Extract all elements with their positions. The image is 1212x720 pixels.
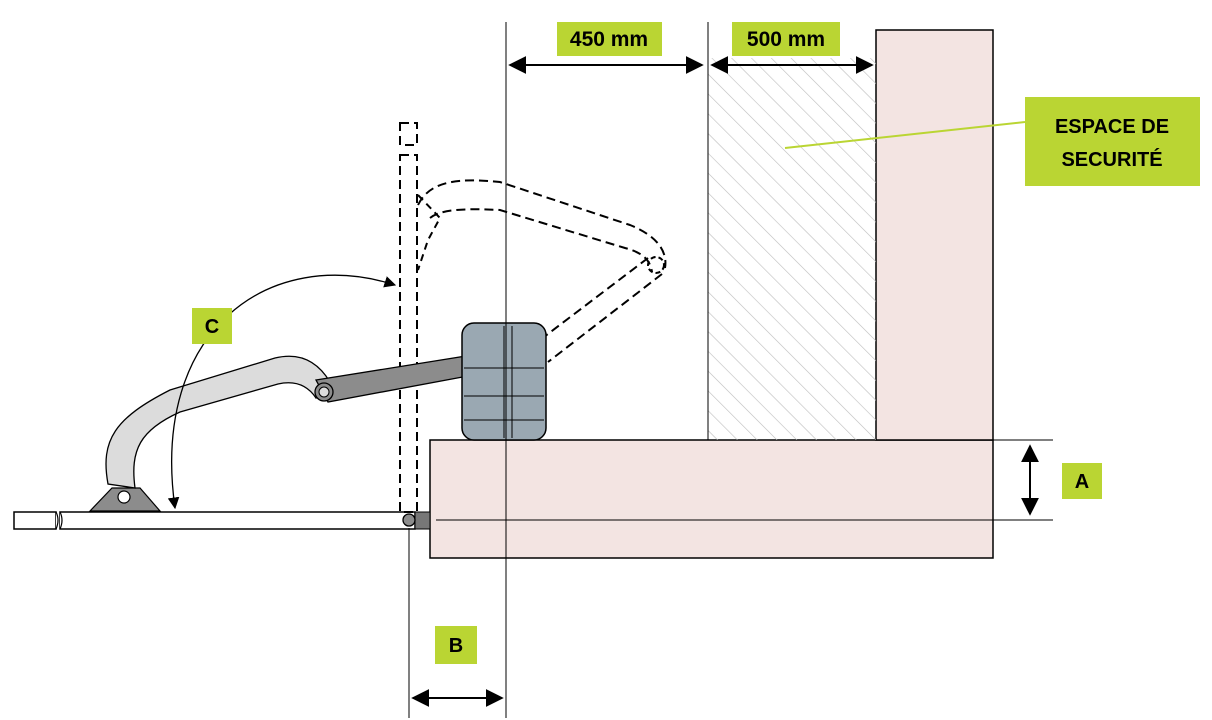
straight-arm-open — [539, 257, 663, 363]
safety-label-line-2: SECURITÉ — [1061, 148, 1162, 171]
safety-label-line-1: ESPACE DE — [1055, 116, 1169, 138]
safety-label-bg — [1025, 97, 1200, 186]
dim-500-label: 500 mm — [747, 28, 825, 51]
dim-500-label-bg — [732, 22, 840, 56]
arm-joint-inner — [318, 386, 330, 398]
hinge-block — [414, 511, 431, 530]
arm-joint-open — [647, 256, 665, 274]
dim-450-label-bg — [557, 22, 662, 56]
gate-leaf — [59, 511, 416, 530]
safety-leader-line — [784, 121, 1026, 149]
safety-zone — [708, 58, 876, 440]
label-b-bg — [435, 626, 477, 664]
label-a: A — [1075, 471, 1089, 493]
gate-break-mark — [55, 511, 63, 530]
label-c: C — [205, 316, 219, 338]
wall-base — [429, 439, 994, 559]
gate-leaf-stub — [13, 511, 57, 530]
label-a-bg — [1062, 463, 1102, 499]
gate-bracket-pivot — [117, 490, 131, 504]
gate-hinge-pivot — [402, 513, 416, 527]
curved-arm — [105, 355, 331, 489]
straight-arm — [314, 355, 469, 403]
curved-arm-open — [417, 179, 667, 273]
label-c-bg — [192, 308, 232, 344]
wall-pillar — [875, 29, 994, 441]
curved-arm-open-knuckle — [417, 194, 442, 271]
dim-450-label: 450 mm — [570, 28, 648, 51]
gate-leaf-open — [399, 154, 418, 513]
label-b: B — [449, 635, 463, 657]
gate-leaf-open-tip — [399, 122, 418, 146]
